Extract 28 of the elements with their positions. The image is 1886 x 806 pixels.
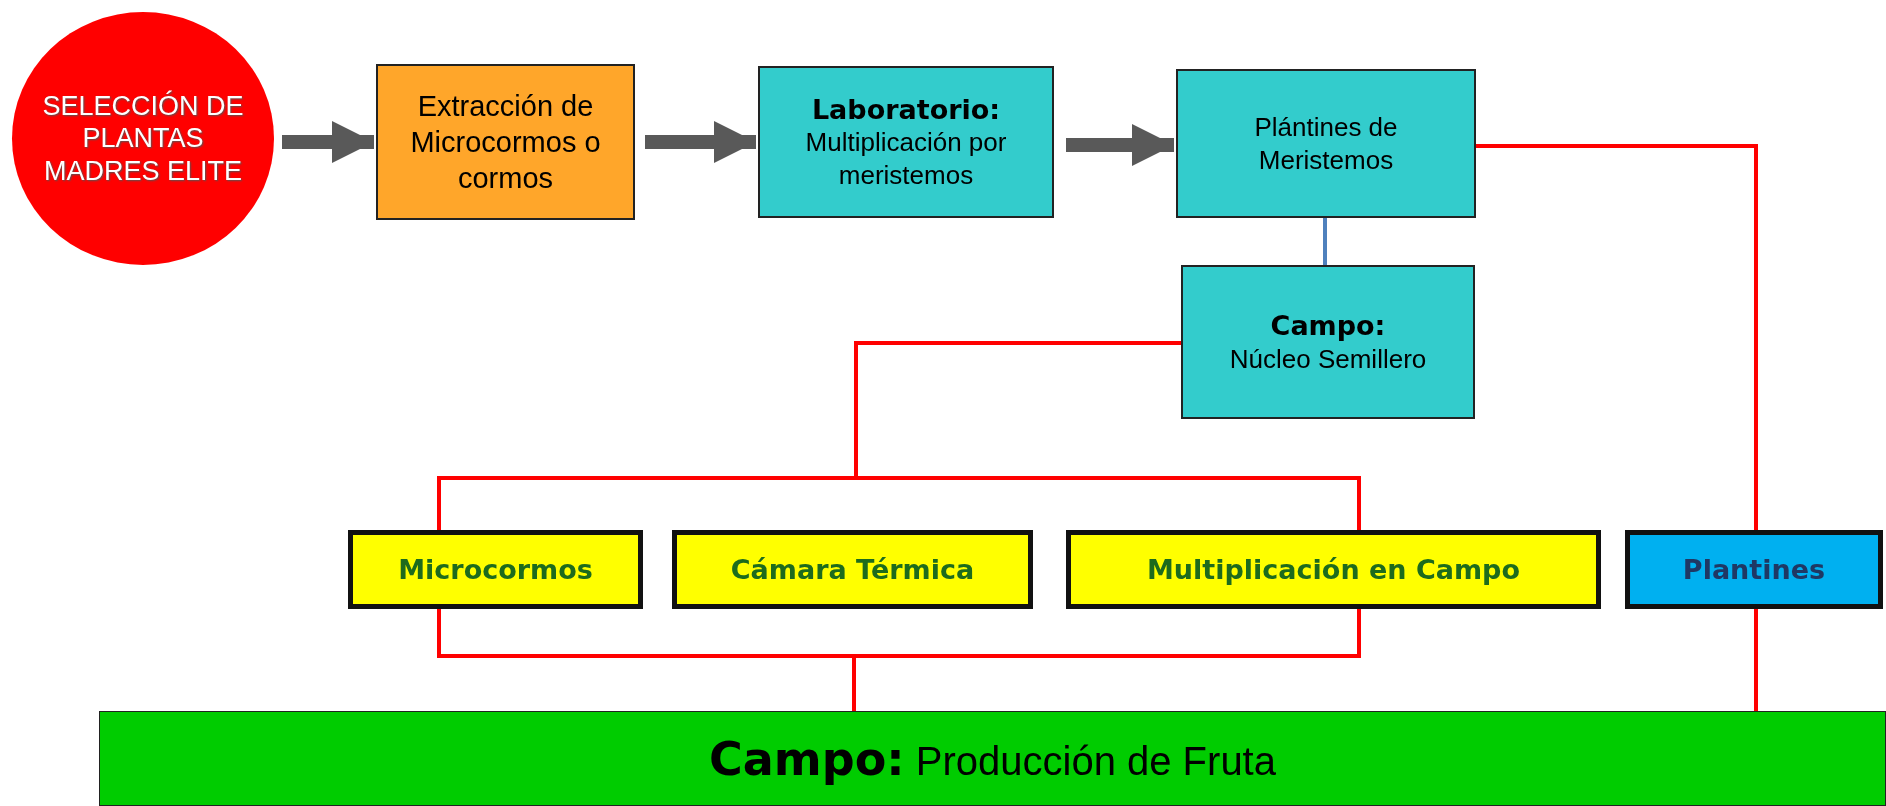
connector-line — [1323, 218, 1327, 265]
node-label: Plantines — [1682, 554, 1826, 585]
arrow — [1066, 124, 1174, 166]
arrow — [282, 121, 374, 163]
process-box — [672, 530, 1033, 609]
process-box — [376, 64, 635, 220]
process-box — [758, 66, 1054, 218]
result-band — [99, 711, 1886, 806]
node-label: Campo: Producción de Fruta — [709, 731, 1276, 786]
connector-line — [1754, 609, 1758, 711]
node-label: Microcormos — [398, 554, 593, 585]
process-box — [1176, 69, 1476, 218]
process-box — [1181, 265, 1475, 419]
node-label: SELECCIÓN DE PLANTAS MADRES ELITE — [42, 89, 244, 188]
node-label: Multiplicación por meristemos — [804, 126, 1008, 192]
connector-line — [1476, 144, 1758, 530]
node-label: Plántines de Meristemos — [1253, 111, 1399, 176]
node-label: Núcleo Semillero — [1229, 342, 1427, 376]
process-box — [1625, 530, 1883, 609]
node-heading: Campo: — [1270, 308, 1386, 343]
process-box — [348, 530, 643, 609]
connector-line — [854, 341, 1361, 530]
node-label: Extracción de Microcormos o cormos — [409, 88, 602, 197]
node-label: Cámara Térmica — [730, 554, 975, 585]
node-heading: Laboratorio: — [811, 92, 1001, 127]
node-label: Multiplicación en Campo — [1147, 554, 1520, 585]
arrow — [645, 121, 756, 163]
process-box — [1066, 530, 1601, 609]
